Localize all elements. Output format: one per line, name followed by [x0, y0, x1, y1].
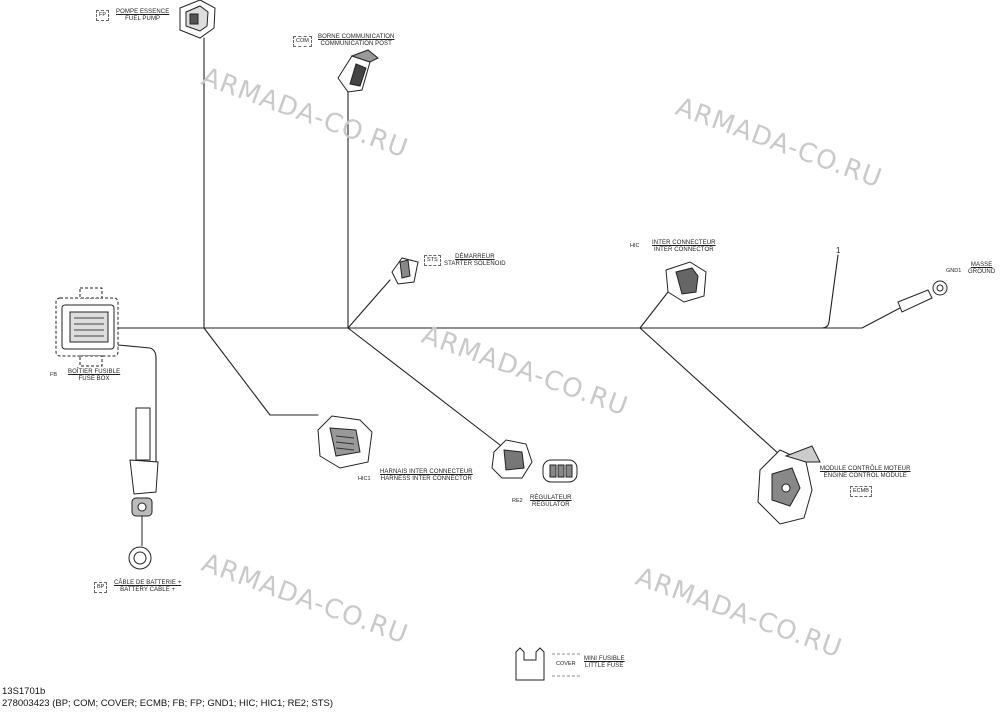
ground-branch: [821, 307, 901, 329]
battery-cable-wire: [117, 344, 157, 471]
little-fuse-label: MINI FUSIBLE LITTLE FUSE: [584, 656, 625, 670]
fuse-box-label: BOÎTIER FUSIBLE FUSE BOX: [68, 369, 120, 383]
little-fuse: [515, 647, 545, 681]
comm-post-connector: [337, 49, 379, 93]
fuel-pump-code: FP: [96, 10, 110, 21]
starter-label-fr: DÉMARREUR: [455, 254, 495, 260]
inter-connector-wire: [639, 291, 669, 329]
fuel-pump-connector: [179, 0, 216, 39]
harness-inter-wire: [203, 327, 319, 416]
starter-wire: [347, 279, 391, 329]
little-fuse-label-en: LITTLE FUSE: [585, 663, 624, 669]
comm-post-label-fr: BORNE COMMUNICATION: [318, 34, 395, 40]
ecm-wire: [639, 327, 781, 456]
callout-number: 1: [836, 246, 841, 255]
starter-code: STS: [424, 255, 441, 266]
ground-label-fr: MASSE: [970, 262, 993, 268]
regulator-label-en: REGULATOR: [531, 502, 570, 508]
battery-label-en: BATTERY CABLE +: [120, 587, 176, 593]
fuel-pump-label-fr: POMPE ESSENCE: [116, 9, 170, 15]
inter-connector-label: INTER CONNECTEUR INTER CONNECTOR: [652, 240, 716, 254]
fuel-pump-label: POMPE ESSENCE FUEL PUMP: [116, 9, 169, 23]
regulator-connector: [491, 439, 578, 483]
little-fuse-label-fr: MINI FUSIBLE: [584, 656, 625, 662]
comm-post-label-en: COMMUNICATION POST: [320, 41, 392, 47]
regulator-code: RE2: [512, 498, 523, 504]
battery-cable-terminal: [128, 407, 159, 570]
harness-inter-connector: [317, 415, 373, 469]
battery-label: CÂBLE DE BATTERIE + BATTERY CABLE +: [114, 580, 181, 594]
fuse-box-label-fr: BOÎTIER FUSIBLE: [68, 369, 121, 375]
inter-connector-code: HIC: [630, 243, 640, 249]
inter-connector-label-fr: INTER CONNECTEUR: [652, 240, 716, 246]
inter-connector: [665, 261, 707, 303]
battery-code: BP: [94, 582, 108, 593]
ecm-label: MODULE CONTRÔLE MOTEUR ENGINE CONTROL MO…: [820, 466, 911, 480]
ground-code: GND1: [946, 268, 962, 274]
ground-label-en: GROUND: [968, 269, 996, 275]
comm-post-code: COM: [293, 36, 312, 47]
starter-label: DÉMARREUR STARTER SOLENOID: [444, 254, 506, 268]
ecm-label-en: ENGINE CONTROL MODULE: [823, 473, 907, 479]
fuel-pump-label-en: FUEL PUMP: [125, 16, 161, 22]
starter-connector: [391, 257, 419, 285]
harness-inter-label-fr: HARNAIS INTER CONNECTEUR: [380, 469, 473, 475]
regulator-wire: [347, 327, 501, 446]
harness-inter-label: HARNAIS INTER CONNECTEUR HARNESS INTER C…: [380, 469, 473, 483]
harness-inter-label-en: HARNESS INTER CONNECTOR: [380, 476, 472, 482]
harness-inter-code: HIC1: [358, 476, 371, 482]
battery-label-fr: CÂBLE DE BATTERIE +: [114, 580, 182, 586]
ecm-code: ECMB: [850, 486, 872, 497]
starter-label-en: STARTER SOLENOID: [444, 261, 506, 267]
comm-post-label: BORNE COMMUNICATION COMMUNICATION POST: [318, 34, 394, 48]
regulator-label: RÉGULATEUR REGULATOR: [530, 495, 572, 509]
regulator-label-fr: RÉGULATEUR: [530, 495, 572, 501]
inter-connector-label-en: INTER CONNECTOR: [653, 247, 714, 253]
ground-eyelet: [897, 280, 948, 313]
ground-label: MASSE GROUND: [968, 262, 995, 276]
ecm-connector: [757, 445, 821, 525]
fuse-box-label-en: FUSE BOX: [78, 376, 110, 382]
little-fuse-code: COVER: [556, 661, 576, 667]
drawing-number: 13S1701b: [2, 686, 46, 697]
fuse-box: [55, 287, 119, 367]
part-number-line: 278003423 (BP; COM; COVER; ECMB; FB; FP;…: [2, 698, 334, 709]
ecm-label-fr: MODULE CONTRÔLE MOTEUR: [820, 466, 911, 472]
fuse-box-code: FB: [50, 372, 58, 378]
